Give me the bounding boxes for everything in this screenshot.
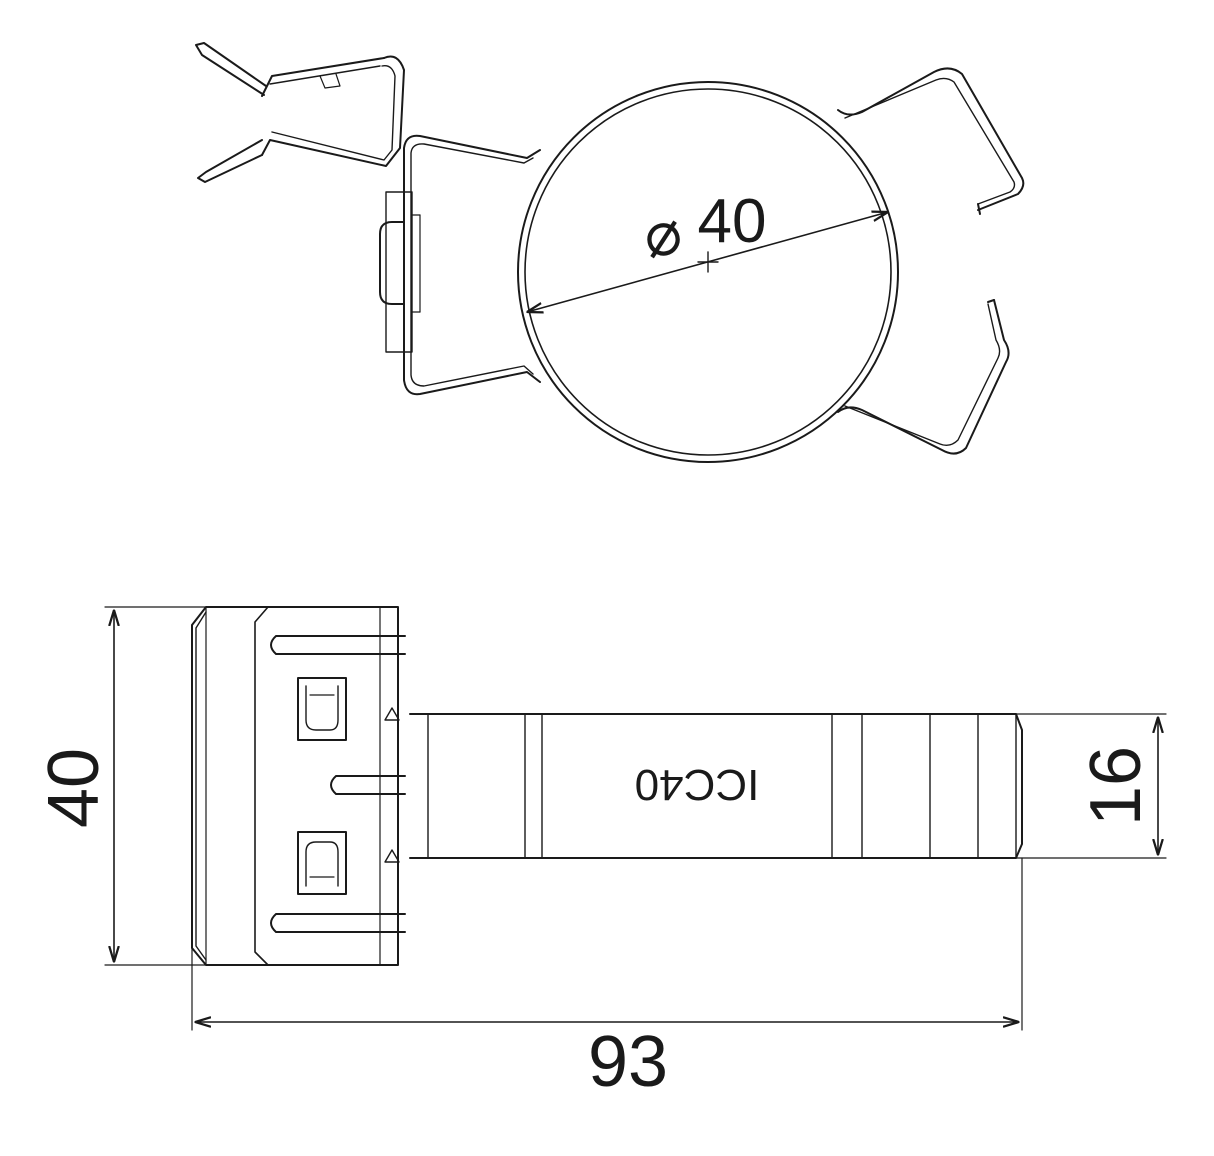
tube-height-label: 16: [1076, 746, 1156, 826]
clip-left-bracket-inner: [410, 143, 534, 387]
side-window-upper: [297, 677, 347, 741]
side-slot-top: [270, 635, 406, 655]
side-window-lower: [297, 831, 347, 895]
part-marking: ICC40: [635, 760, 760, 809]
side-triangle-mark-lower: [384, 849, 400, 863]
clip-ring-outer: [517, 81, 899, 463]
diameter-symbol: ⌀: [637, 197, 688, 272]
clip-side-view: [104, 606, 1167, 1031]
clip-mount-plate: [385, 191, 413, 353]
side-triangle-mark-upper: [384, 707, 400, 721]
side-head-outline: [191, 606, 399, 966]
clip-right-arm-upper: [837, 67, 1025, 211]
side-tube-outline: [409, 713, 1023, 859]
diameter-label: 40: [698, 187, 767, 256]
side-slot-middle: [330, 775, 406, 795]
side-slot-bottom: [270, 913, 406, 933]
clip-mount-stud: [379, 221, 405, 305]
clip-left-bracket: [403, 134, 541, 396]
length-label: 93: [588, 1022, 668, 1102]
clip-spring-tongue-upper: [261, 55, 405, 167]
height-label: 40: [34, 748, 114, 828]
clip-right-arm-lower: [837, 299, 1010, 455]
clip-top-view: [195, 42, 1025, 463]
